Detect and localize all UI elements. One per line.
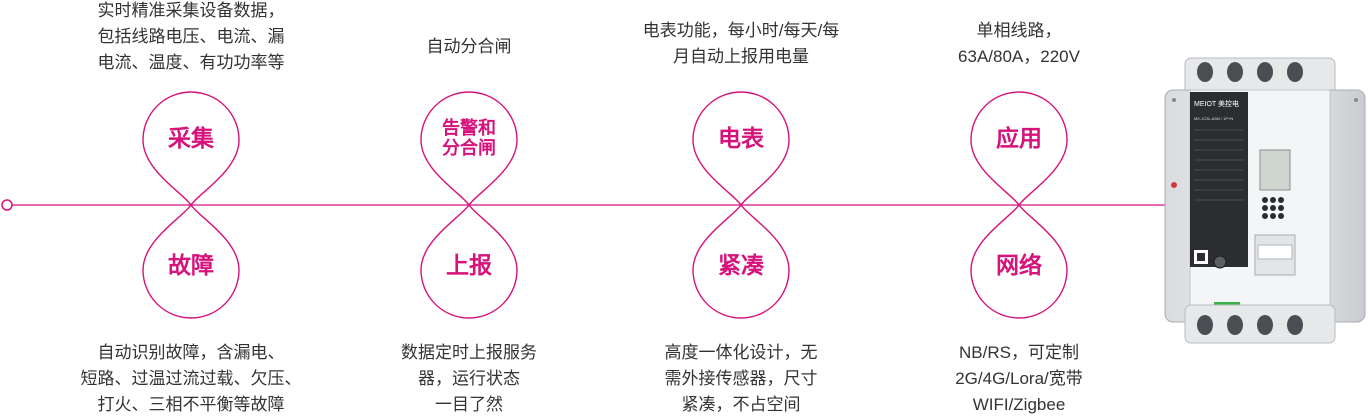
feature-4-top-label: 应用 [996,125,1042,151]
circuit-breaker-device: MEIOT 美控电 MK-JC3L-63M / 1P+N [1164,57,1366,344]
feature-1-bottom-desc: 自动识别故障，含漏电、 短路、过温过流过载、欠压、 打火、三相不平衡等故障 [80,343,302,414]
feature-2-bottom-desc: 数据定时上报服务 器，运行状态 一目了然 [401,343,537,414]
feature-3-top-loop [692,91,790,206]
feature-1-top-label: 采集 [168,125,214,151]
feature-1-top-desc: 实时精准采集设备数据， 包括线路电压、电流、漏 电流、温度、有功功率等 [97,1,285,72]
timeline-start-dot [1,199,13,211]
feature-2-top-loop [420,91,518,206]
feature-3-top-desc: 电表功能，每小时/每天/每 月自动上报用电量 [642,21,840,66]
feature-4-top-desc: 单相线路， 63A/80A，220V [958,21,1080,66]
device-brand: MEIOT [1194,101,1217,108]
feature-1-top-loop [142,91,240,206]
feature-3-bottom-label: 紧凑 [718,252,764,278]
feature-4-bottom-label: 网络 [996,252,1042,278]
feature-2-top-desc: 自动分合闸 [426,37,512,56]
feature-2-top-label: 告警和 分合闸 [442,118,496,158]
feature-1-bottom-label: 故障 [168,252,214,278]
feature-3-bottom-desc: 高度一体化设计，无 需外接传感器，尺寸 紧凑，不占空间 [664,343,818,414]
device-model: MK-JC3L-63M / 1P+N [1194,116,1233,121]
feature-4-top-loop [970,91,1068,206]
feature-1-bottom-loop [142,204,240,319]
feature-2-bottom-label: 上报 [446,252,492,278]
feature-3-bottom-loop [692,204,790,319]
feature-3-top-label: 电表 [718,125,764,151]
feature-4-bottom-loop [970,204,1068,319]
device-brand-cn: 美控电 [1218,99,1239,108]
feature-4-bottom-desc: NB/RS，可定制 2G/4G/Lora/宽带 WIFI/Zigbee [955,343,1083,414]
feature-2-bottom-loop [420,204,518,319]
